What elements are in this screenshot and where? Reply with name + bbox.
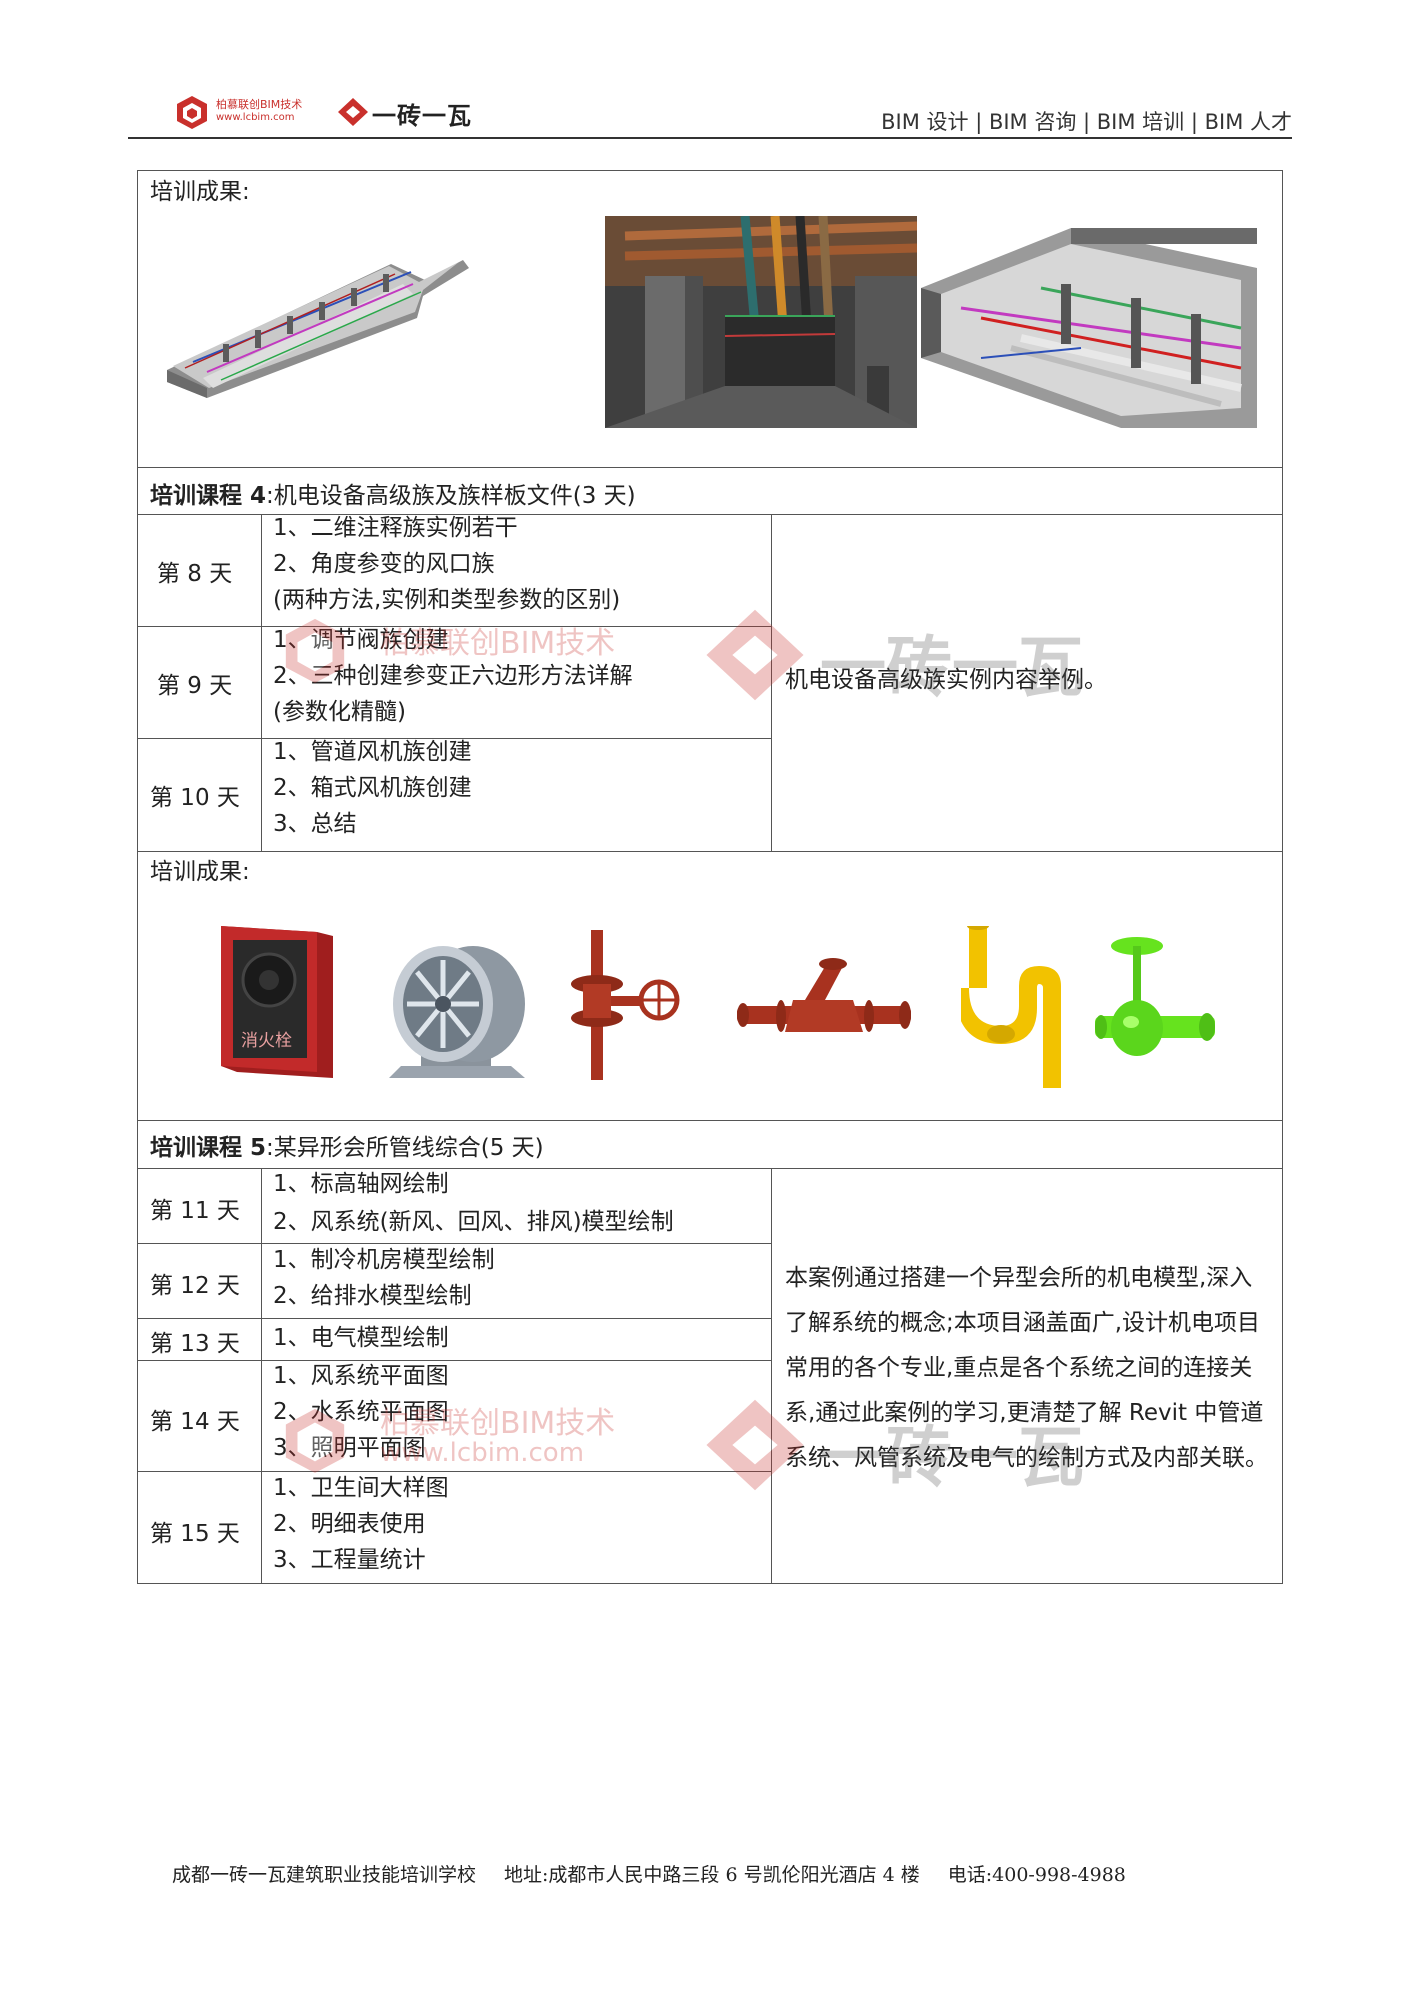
footer-address: 地址:成都市人民中路三段 6 号凯伦阳光酒店 4 楼 — [504, 1864, 920, 1886]
day-item: 3、总结 — [273, 811, 357, 837]
day-item: 2、角度参变的风口族 — [273, 551, 495, 577]
day-item: 2、风系统(新风、回风、排风)模型绘制 — [273, 1209, 674, 1235]
day-item: 1、制冷机房模型绘制 — [273, 1247, 495, 1273]
course5-description: 本案例通过搭建一个异型会所的机电模型,深入了解系统的概念;本项目涵盖面广,设计机… — [785, 1265, 1268, 1471]
day-label: 第 9 天 — [157, 673, 233, 699]
day-item: 3、工程量统计 — [273, 1547, 426, 1573]
day-item: 1、标高轴网绘制 — [273, 1171, 449, 1197]
day-label: 第 8 天 — [157, 561, 233, 587]
footer-school: 成都一砖一瓦建筑职业技能培训学校 — [172, 1864, 477, 1886]
day-label: 第 14 天 — [150, 1409, 240, 1435]
page-header: 柏慕联创BIM技术 www.lcbim.com 一砖一瓦 BIM 设计 | BI… — [128, 86, 1292, 138]
day-item: 1、电气模型绘制 — [273, 1325, 449, 1351]
check-valve-rendering — [737, 958, 911, 1032]
day-label: 第 13 天 — [150, 1331, 240, 1357]
course5-name: :某异形会所管线综合(5 天) — [266, 1135, 544, 1161]
day-item: 3、照明平面图 — [273, 1435, 426, 1461]
mep-room-rendering — [921, 228, 1257, 428]
day-item: 2、给排水模型绘制 — [273, 1283, 472, 1309]
lcbim-logo-name: 柏慕联创BIM技术 — [216, 98, 303, 111]
day-label: 第 15 天 — [150, 1521, 240, 1547]
duct-fan-rendering — [389, 946, 525, 1078]
yizhuanyiwa-logo-name: 一砖一瓦 — [372, 102, 472, 130]
hydrant-label: 消火栓 — [241, 1031, 292, 1051]
lcbim-logo-url: www.lcbim.com — [216, 112, 295, 123]
day-item: 2、三种创建参变正六边形方法详解 — [273, 663, 633, 689]
yizhuanyiwa-diamond-icon — [338, 98, 368, 126]
day-item: 1、卫生间大样图 — [273, 1475, 449, 1501]
lcbim-cube-icon — [177, 96, 207, 129]
fire-hydrant-cabinet-rendering: 消火栓 — [221, 926, 333, 1078]
course-table: 培训成果: — [137, 170, 1283, 1584]
course4-label: 培训课程 4 — [150, 483, 267, 509]
p-trap-rendering — [961, 926, 1061, 1088]
day-label: 第 11 天 — [150, 1198, 240, 1224]
day-item: 1、管道风机族创建 — [273, 739, 472, 765]
course4-title: 培训课程 4:机电设备高级族及族样板文件(3 天) — [150, 476, 636, 510]
day-item: (两种方法,实例和类型参数的区别) — [273, 587, 621, 613]
day-item: 1、调节阀族创建 — [273, 627, 449, 653]
course5-label: 培训课程 5 — [150, 1135, 267, 1161]
yizhuanyiwa-logo: 一砖一瓦 — [336, 94, 486, 130]
pipe-corridor-rendering — [605, 216, 917, 428]
course5-title: 培训课程 5:某异形会所管线综合(5 天) — [150, 1128, 544, 1162]
results-label: 培训成果: — [150, 179, 250, 205]
building-model-rendering — [167, 260, 469, 398]
page-footer: 成都一砖一瓦建筑职业技能培训学校 地址:成都市人民中路三段 6 号凯伦阳光酒店 4… — [172, 1860, 1154, 1887]
day-item: 2、水系统平面图 — [273, 1399, 449, 1425]
course4-name: :机电设备高级族及族样板文件(3 天) — [266, 483, 636, 509]
day-label: 第 10 天 — [150, 785, 240, 811]
footer-phone: 电话:400-998-4988 — [947, 1864, 1126, 1886]
header-tagline: BIM 设计 | BIM 咨询 | BIM 培训 | BIM 人才 — [881, 110, 1292, 134]
float-valve-rendering — [1095, 937, 1215, 1056]
day-item: 1、二维注释族实例若干 — [273, 515, 518, 541]
header-divider — [128, 137, 1292, 139]
lcbim-logo: 柏慕联创BIM技术 www.lcbim.com — [174, 92, 334, 132]
course4-description: 机电设备高级族实例内容举例。 — [785, 667, 1107, 693]
day-item: (参数化精髓) — [273, 699, 406, 725]
day-item: 1、风系统平面图 — [273, 1363, 449, 1389]
day-label: 第 12 天 — [150, 1273, 240, 1299]
results-label: 培训成果: — [150, 859, 250, 885]
day-item: 2、明细表使用 — [273, 1511, 426, 1537]
day-item: 2、箱式风机族创建 — [273, 775, 472, 801]
gate-valve-rendering — [571, 930, 680, 1080]
